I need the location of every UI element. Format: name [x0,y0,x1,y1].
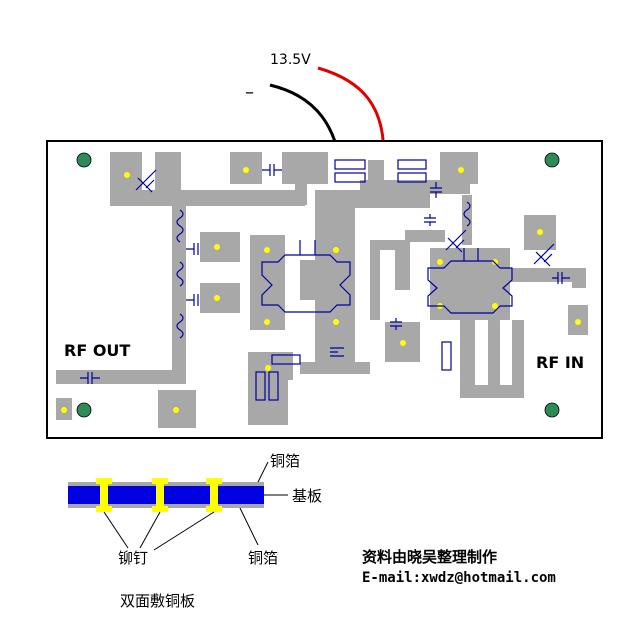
cross-section-caption: 双面敷铜板 [120,592,195,610]
via [214,244,220,250]
resistor [441,341,452,371]
via [333,247,339,253]
trace [510,268,572,282]
pad [248,352,293,380]
mounting-hole [76,402,92,418]
bottom-foil-label: 铜箔 [248,549,278,567]
callout-line [153,511,215,551]
top-foil-label: 铜箔 [270,452,300,470]
trimmer-capacitor [533,243,555,267]
pad [572,268,586,288]
passive-components [80,159,570,401]
via [264,319,270,325]
via [537,229,543,235]
substrate-label: 基板 [292,487,322,505]
vias [61,167,581,413]
inductor [463,201,471,227]
rivet [96,478,112,512]
resistor [397,172,427,183]
meander-line [370,240,410,320]
via [265,365,271,371]
pad [155,152,181,194]
mounting-hole [76,152,92,168]
rivet [206,478,222,512]
credit-line-1: 资料由晓吴整理制作 [362,548,497,566]
rivet [152,478,168,512]
trimmer-capacitor [445,229,467,253]
rivet-label: 铆钉 [118,549,148,567]
resistor [397,159,427,170]
capacitor [430,182,442,198]
capacitor [186,243,199,255]
trace [350,190,430,208]
resistor [268,371,279,401]
resistor [334,172,366,183]
rf-in-label: RF IN [536,353,584,372]
mounting-hole [544,152,560,168]
capacitor [186,294,199,306]
trimmer-capacitor [135,169,157,193]
callout-line [103,511,129,549]
via [492,303,498,309]
callout-line [239,507,259,546]
via [124,172,130,178]
capacitor [424,214,436,226]
via [575,319,581,325]
transistor-outline [261,254,351,313]
via [400,340,406,346]
pad [282,152,328,184]
substrate-layer [68,486,264,504]
via [264,247,270,253]
pad [248,380,288,425]
trace [172,360,186,384]
transistor-q1 [261,240,351,313]
pad [430,248,510,320]
trace [300,362,370,374]
trace [405,230,445,242]
callout-line [139,511,161,549]
trace [462,195,472,245]
via [458,167,464,173]
rf-out-label: RF OUT [64,341,130,360]
via [61,407,67,413]
capacitor [390,318,402,330]
trace [172,200,186,370]
resistor [255,371,266,401]
via [333,319,339,325]
rivets [96,478,222,512]
via [214,295,220,301]
via [437,259,443,265]
inductor [176,313,184,339]
resistor [271,354,301,365]
trace [110,190,305,206]
capacitor [552,272,570,284]
transistor-q2 [427,248,513,314]
trace [56,370,186,384]
supply-voltage-label: 13.5V [270,52,311,68]
pcb-cross-section: 铜箔 基板 铆钉 铜箔 双面敷铜板 [68,452,322,610]
credit-line-2: E-mail:xwdz@hotmail.com [362,570,556,586]
capacitor [262,164,282,176]
via [492,259,498,265]
supply-negative-label: – [245,82,254,103]
resistor [334,159,366,170]
pad [300,260,350,300]
inductor [176,261,184,287]
callout-line [257,461,269,483]
inductor [176,209,184,243]
mounting-hole [544,402,560,418]
transistor-outline [427,260,513,314]
via [243,167,249,173]
via [173,407,179,413]
mounting-holes [76,152,560,418]
meander-line [460,320,524,398]
capacitor [330,347,344,357]
capacitor [80,372,100,384]
callout-lines [103,461,288,551]
